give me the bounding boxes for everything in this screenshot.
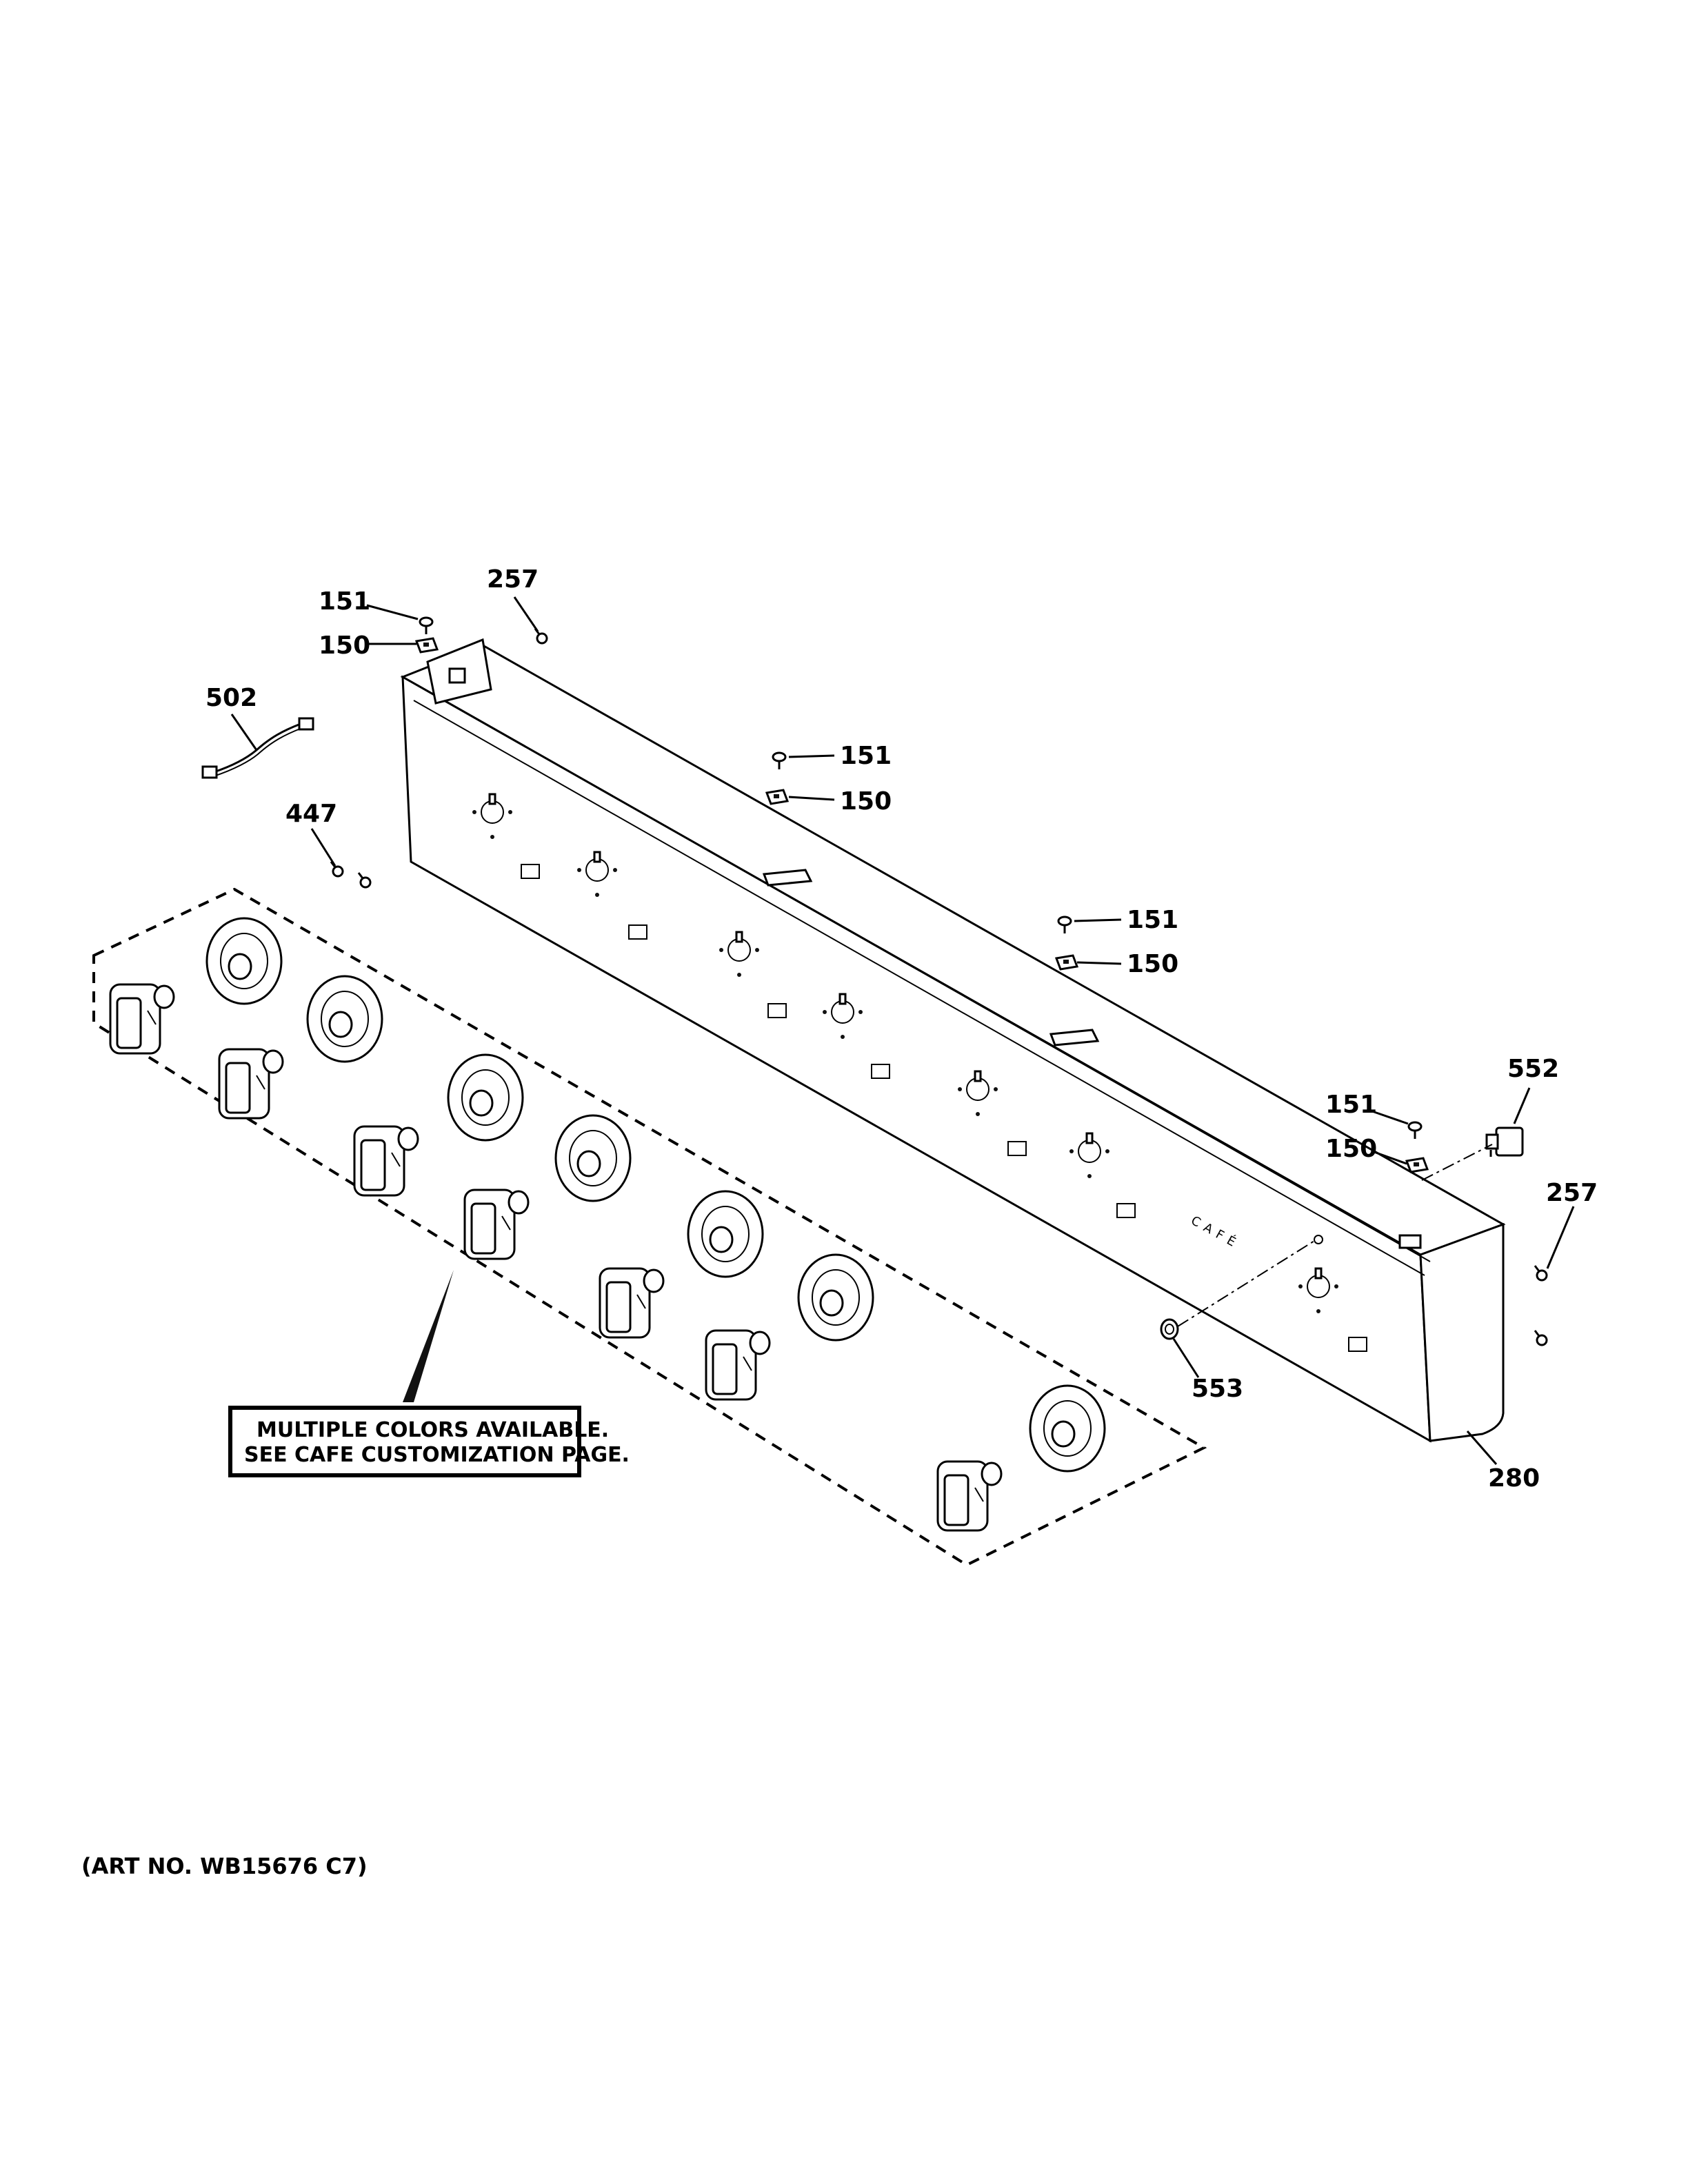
callout-151: 151 [1127,906,1178,934]
knob-group-outline [92,887,1207,1567]
callout-257: 257 [1546,1179,1598,1207]
callout-151: 151 [319,587,370,616]
art-number: (ART NO. WB15676 C7) [81,1853,368,1879]
note-box: MULTIPLE COLORS AVAILABLE. SEE CAFE CUST… [228,1406,630,1477]
callout-150: 150 [1325,1135,1377,1163]
callout-labels: 151 150 257 502 447 151 150 151 150 151 … [205,565,1598,1493]
callout-150: 150 [319,631,370,660]
control-knobs [109,983,1003,1532]
callout-502: 502 [205,684,257,712]
callout-553: 553 [1192,1375,1243,1403]
knob-openings [472,793,1338,1313]
note-line-1: MULTIPLE COLORS AVAILABLE. [257,1418,609,1442]
panel-markings [521,864,1367,1352]
callout-151: 151 [1325,1091,1377,1119]
callout-552: 552 [1507,1055,1559,1083]
control-panel: CAFÉ [400,638,1506,1443]
callout-447: 447 [285,800,337,828]
callout-280: 280 [1488,1464,1540,1493]
callout-leaders [230,596,1575,1465]
wire-harness [201,717,314,779]
knob-bezels [205,917,1106,1473]
note-line-2: SEE CAFE CUSTOMIZATION PAGE. [244,1443,630,1467]
callout-150: 150 [1127,950,1178,978]
callout-151: 151 [840,742,892,770]
callout-257: 257 [487,565,539,594]
callout-150: 150 [840,787,892,816]
